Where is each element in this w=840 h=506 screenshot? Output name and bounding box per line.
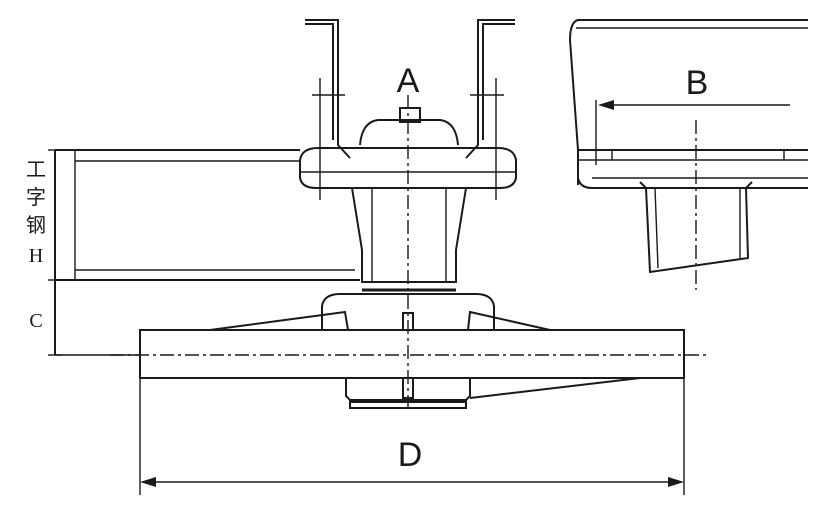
label-c: C bbox=[29, 310, 42, 332]
dimension-b-arrow bbox=[598, 100, 790, 110]
label-h-char-1: 工 bbox=[26, 159, 46, 181]
lower-bearing bbox=[345, 377, 641, 409]
label-a: A bbox=[397, 62, 420, 100]
label-h-char-3: 钢 bbox=[26, 214, 46, 237]
label-h-vertical: 工 字 钢 H bbox=[26, 159, 46, 267]
mounting-bracket bbox=[305, 19, 515, 200]
height-dimension bbox=[48, 149, 140, 356]
shaft bbox=[351, 187, 467, 292]
wheel-body bbox=[110, 329, 710, 379]
wheel-hub bbox=[209, 293, 551, 331]
label-h-char-4: H bbox=[29, 245, 43, 267]
width-dimension bbox=[139, 378, 685, 495]
i-beam bbox=[55, 149, 360, 281]
side-view-inset bbox=[568, 19, 808, 290]
label-d: D bbox=[398, 436, 423, 474]
label-b: B bbox=[686, 64, 709, 102]
label-h-char-2: 字 bbox=[26, 186, 46, 209]
